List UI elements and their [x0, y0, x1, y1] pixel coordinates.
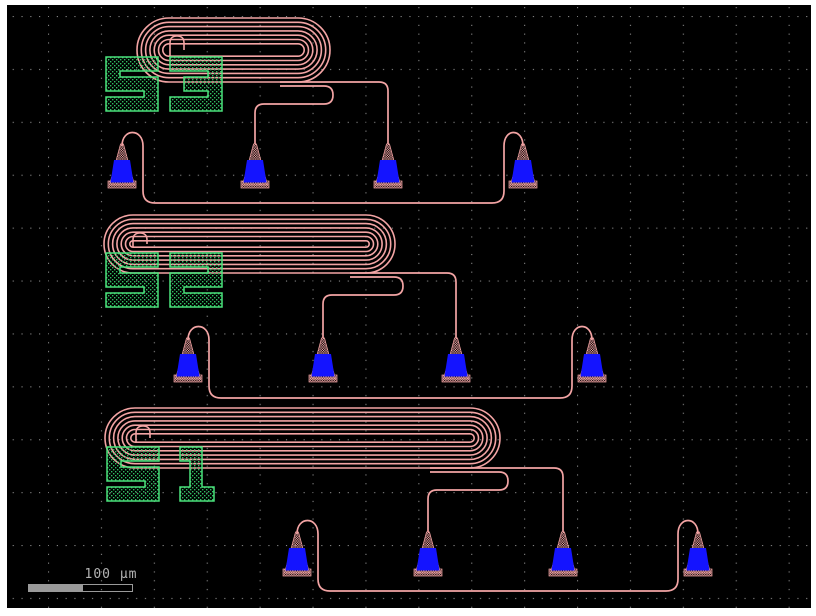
spiral-loop: [121, 424, 484, 452]
glyph-1: [179, 446, 215, 502]
spiral-loop: [149, 30, 318, 70]
glyph-S: [105, 56, 159, 112]
waveguide-route-uturn[interactable]: [322, 276, 404, 338]
spiral-loop: [120, 231, 379, 257]
spiral-loop: [144, 25, 323, 75]
spiral-loop: [125, 428, 480, 448]
spiral-loop: [140, 21, 327, 79]
spiral-loop: [136, 17, 331, 83]
spiral-loop: [130, 432, 475, 443]
spiral-center-hook: [169, 35, 185, 56]
spiral-loop: [153, 34, 314, 66]
spiral-loop: [116, 227, 383, 261]
spiral-waveguide-s3[interactable]: [136, 17, 331, 83]
scale-bar-outline-half: [82, 584, 133, 592]
circuit-group-s1: [104, 407, 713, 592]
glyph-3: [169, 56, 223, 112]
loopback-waveguide[interactable]: [296, 519, 699, 592]
spiral-loop: [108, 411, 497, 465]
label-s1[interactable]: [106, 446, 215, 502]
spiral-loop: [104, 407, 501, 469]
waveguide-route-uturn[interactable]: [427, 471, 509, 532]
loopback-waveguide[interactable]: [121, 131, 524, 204]
label-s3[interactable]: [105, 56, 223, 112]
waveguide-route-direct[interactable]: [350, 272, 457, 338]
scale-bar-filled-half: [28, 584, 82, 592]
spiral-loop: [157, 38, 310, 62]
spiral-loop: [107, 218, 392, 270]
spiral-loop: [129, 240, 370, 249]
spiral-loop: [103, 214, 396, 274]
spiral-loop: [111, 222, 388, 266]
waveguide-route-direct[interactable]: [280, 81, 389, 144]
glyph-S: [106, 446, 160, 502]
spiral-loop: [124, 235, 375, 253]
waveguide-route-uturn[interactable]: [254, 85, 334, 144]
glyph-2: [169, 252, 223, 308]
spiral-loop: [117, 420, 488, 456]
waveguide-route-direct[interactable]: [430, 467, 564, 532]
spiral-loop: [162, 42, 305, 57]
label-s2[interactable]: [105, 252, 223, 308]
scale-bar: 100 μm: [28, 567, 138, 592]
spiral-waveguide-s2[interactable]: [103, 214, 396, 274]
circuit-group-s3: [105, 17, 538, 204]
circuit-group-s2: [103, 214, 607, 399]
spiral-loop: [112, 415, 493, 461]
scale-bar-label: 100 μm: [85, 567, 138, 582]
glyph-S: [105, 252, 159, 308]
loopback-waveguide[interactable]: [187, 325, 593, 399]
spiral-center-hook: [135, 425, 151, 442]
spiral-waveguide-s1[interactable]: [104, 407, 501, 469]
spiral-center-hook: [132, 232, 148, 247]
